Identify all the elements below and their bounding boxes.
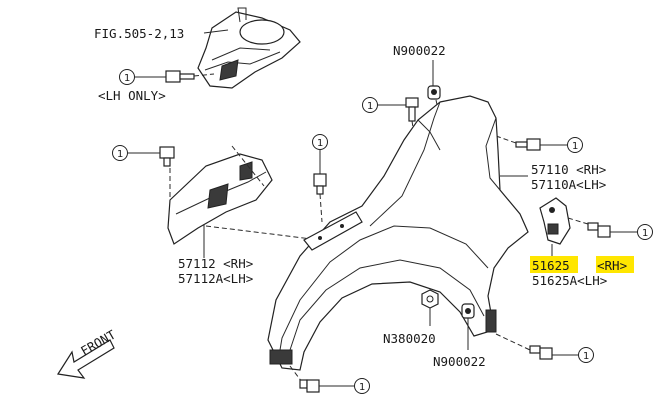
clip-icon [461, 303, 475, 319]
bolt-icon [313, 173, 327, 195]
n380020-label: N380020 [383, 331, 436, 346]
bracket-57112-part [167, 153, 273, 245]
part-51625-highlight [530, 256, 578, 273]
part-57110-rh-label: 57110 <RH> [531, 162, 606, 177]
svg-text:1: 1 [359, 382, 365, 393]
bolt-icon [515, 138, 541, 151]
bolt-icon [587, 222, 611, 238]
clip-icon [427, 85, 441, 100]
svg-text:1: 1 [572, 141, 578, 152]
lower-bracket-part [303, 211, 363, 251]
svg-text:1: 1 [583, 351, 589, 362]
callout-1-bottom: 1 [319, 378, 370, 394]
bolt-icon [529, 345, 553, 360]
part-51625-rh-highlight [596, 256, 634, 273]
bracket-51625-part [539, 197, 571, 245]
svg-text:1: 1 [317, 138, 323, 149]
fig-ref-leader [203, 29, 229, 34]
bolt-icon [165, 70, 195, 83]
inner-shield-part [197, 7, 301, 89]
callout-1-topleft: 1 [119, 69, 166, 85]
part-57112-rh-label: 57112 <RH> [178, 256, 253, 271]
bolt-icon [159, 146, 175, 167]
part-51625a-lh-label: 51625A<LH> [532, 273, 607, 288]
bolt-icon [299, 379, 320, 393]
bolt-icon [405, 97, 419, 122]
svg-text:1: 1 [367, 101, 373, 112]
fig-ref-label: FIG.505-2,13 [94, 26, 184, 41]
nut-icon [421, 289, 439, 309]
lh-only-label: <LH ONLY> [98, 88, 166, 103]
arrow-left-down-icon [57, 339, 115, 379]
part-57110a-lh-label: 57110A<LH> [531, 177, 606, 192]
svg-text:1: 1 [642, 228, 648, 239]
front-fender-part [267, 95, 529, 371]
n900022-top-label: N900022 [393, 43, 446, 58]
part-51625-label: 51625 [532, 258, 570, 273]
callout-1-left-mid: 1 [112, 145, 160, 161]
part-57112a-lh-label: 57112A<LH> [178, 271, 253, 286]
part-51625-rh-label: <RH> [597, 258, 627, 273]
svg-text:1: 1 [117, 149, 123, 160]
callout-1-center: 1 [312, 134, 328, 174]
svg-text:1: 1 [124, 73, 130, 84]
callout-1-right-mid: 1 [610, 224, 653, 240]
callout-1-right-top: 1 [540, 137, 583, 153]
callout-1-top: 1 [362, 97, 406, 113]
callout-1-bottom-right: 1 [552, 347, 594, 363]
n900022-bottom-label: N900022 [433, 354, 486, 369]
